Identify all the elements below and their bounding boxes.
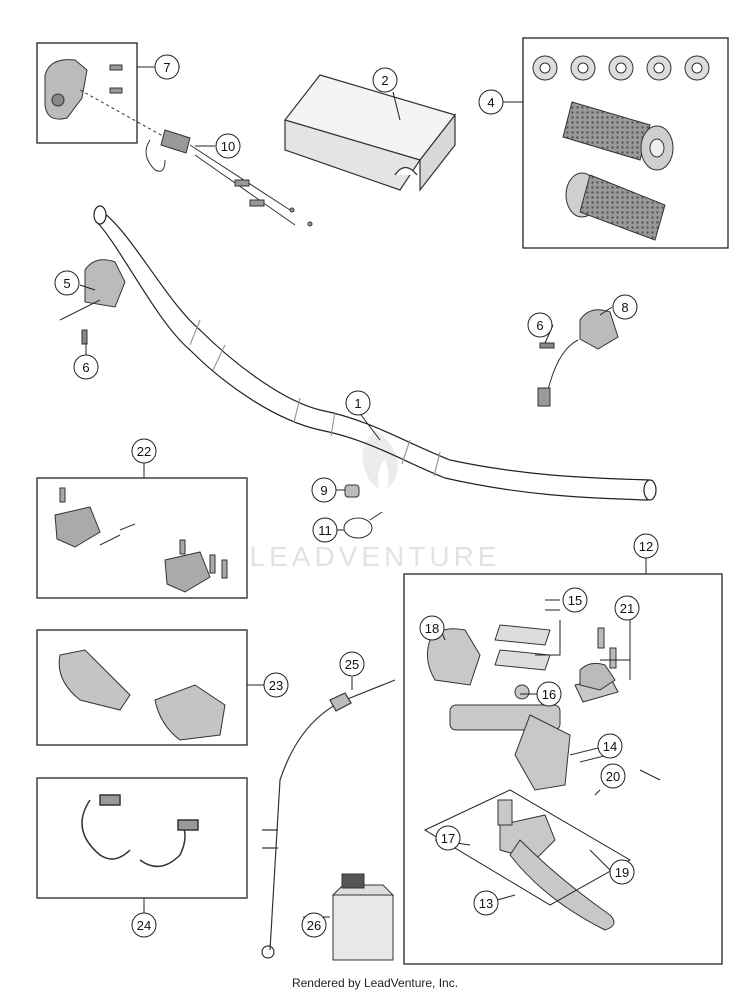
handguard-brackets[interactable]: [81, 794, 199, 868]
grips-box: [522, 37, 729, 249]
callout-label: 22: [137, 444, 151, 459]
throttle-cams[interactable]: [532, 55, 710, 81]
callout-label: 20: [606, 769, 620, 784]
watermark: LEADVENTURE: [250, 430, 501, 572]
callout-16: 16: [536, 681, 562, 707]
callout-21: 21: [614, 595, 640, 621]
lever-pivot-kit: [423, 789, 632, 906]
callout-label: 5: [63, 276, 70, 291]
callout-23: 23: [263, 672, 289, 698]
callout-label: 16: [542, 687, 556, 702]
callout-12: 12: [633, 533, 659, 559]
handguard-bracket-box: [36, 777, 248, 899]
handlebar[interactable]: [93, 205, 657, 501]
callout-label: 8: [621, 300, 628, 315]
callout-4: 4: [478, 89, 504, 115]
callout-1: 1: [345, 390, 371, 416]
throttle-cables[interactable]: [79, 89, 313, 227]
callout-label: 4: [487, 95, 494, 110]
watermark-text: LEADVENTURE: [250, 541, 501, 572]
cable-clip[interactable]: [344, 484, 360, 498]
handguard-box: [36, 629, 248, 746]
callout-label: 12: [639, 539, 653, 554]
callout-20: 20: [600, 763, 626, 789]
handguard-mount-kit[interactable]: [54, 487, 228, 593]
left-grip[interactable]: [565, 172, 666, 241]
cable-tie[interactable]: [343, 511, 383, 539]
callout-label: 13: [479, 896, 493, 911]
throttle-grip[interactable]: [562, 101, 674, 171]
callout-25: 25: [339, 651, 365, 677]
callout-9: 9: [311, 477, 337, 503]
handguards[interactable]: [58, 649, 226, 741]
callout-22: 22: [131, 438, 157, 464]
callout-6-right: 6: [527, 312, 553, 338]
callout-label: 11: [318, 523, 332, 538]
callout-6-left: 6: [73, 354, 99, 380]
callout-24: 24: [131, 912, 157, 938]
callout-label: 23: [269, 678, 283, 693]
bar-pad[interactable]: [283, 74, 457, 192]
callout-label: 9: [320, 483, 327, 498]
callout-13: 13: [473, 890, 499, 916]
throttle-box: [36, 42, 138, 144]
reservoir-clamp[interactable]: [579, 627, 617, 691]
master-cylinder[interactable]: [426, 624, 621, 791]
callout-11: 11: [312, 517, 338, 543]
callout-7: 7: [154, 54, 180, 80]
callout-label: 6: [82, 360, 89, 375]
callout-18: 18: [419, 615, 445, 641]
callout-14: 14: [597, 733, 623, 759]
callout-label: 1: [354, 396, 361, 411]
callout-label: 14: [603, 739, 617, 754]
callout-label: 7: [163, 60, 170, 75]
brake-fluid-bottle[interactable]: [331, 873, 395, 961]
throttle-housing[interactable]: [44, 59, 123, 120]
right-switch[interactable]: [537, 309, 619, 407]
callout-8: 8: [612, 294, 638, 320]
callout-label: 19: [615, 865, 629, 880]
callout-label: 6: [536, 318, 543, 333]
handguard-mount-box: [36, 477, 248, 599]
callout-26: 26: [301, 912, 327, 938]
callout-label: 2: [381, 73, 388, 88]
footer-credit: Rendered by LeadVenture, Inc.: [291, 976, 459, 990]
master-cylinder-box: [403, 573, 723, 965]
callout-label: 18: [425, 621, 439, 636]
callout-label: 10: [221, 139, 235, 154]
callout-label: 25: [345, 657, 359, 672]
brake-line[interactable]: [261, 679, 396, 959]
callout-19: 19: [609, 859, 635, 885]
callout-2: 2: [372, 67, 398, 93]
callout-label: 24: [137, 918, 151, 933]
callout-17: 17: [435, 825, 461, 851]
callout-label: 26: [307, 918, 321, 933]
callout-5: 5: [54, 270, 80, 296]
brake-lever[interactable]: [497, 799, 615, 931]
left-switch[interactable]: [59, 259, 126, 345]
callout-10: 10: [215, 133, 241, 159]
callout-label: 15: [568, 593, 582, 608]
callout-15: 15: [562, 587, 588, 613]
callout-label: 17: [441, 831, 455, 846]
callout-label: 21: [620, 601, 634, 616]
